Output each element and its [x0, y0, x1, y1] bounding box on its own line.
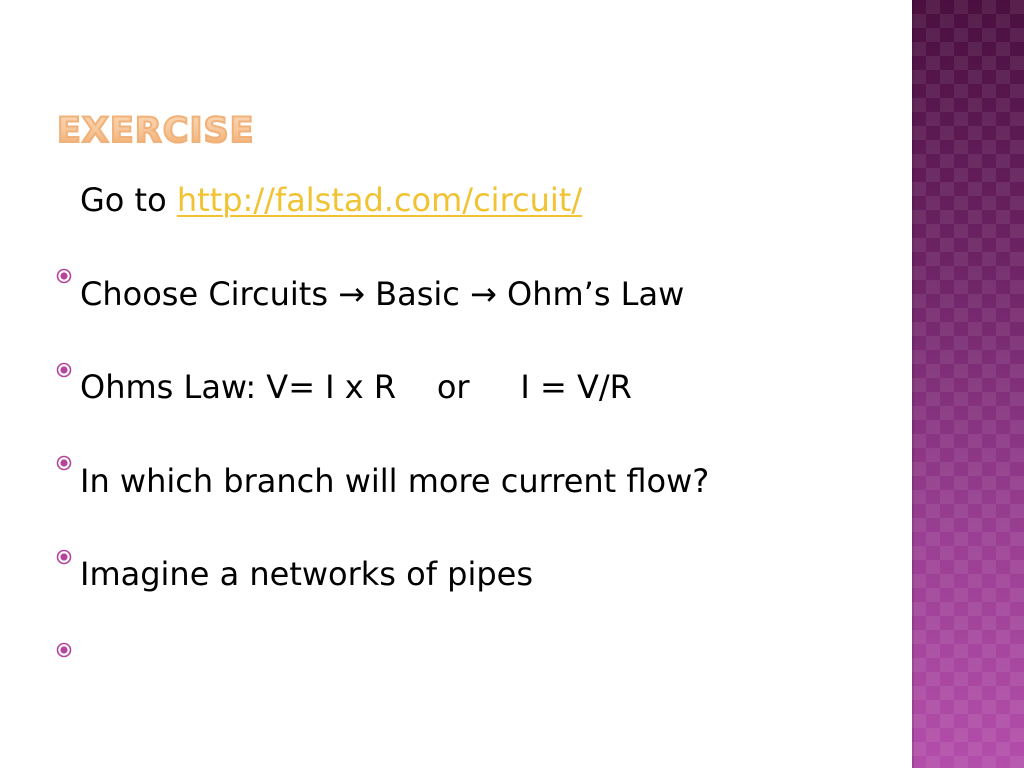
- radio-bullet-icon: [56, 286, 72, 377]
- falstad-circuit-link[interactable]: http://falstad.com/circuit/: [176, 181, 583, 219]
- bullet-text: In which branch will more current flow?: [80, 461, 710, 500]
- radio-bullet-icon: [56, 473, 72, 564]
- decorative-side-band: [912, 0, 1024, 768]
- bullet-item-current-flow: In which branch will more current flow?: [56, 457, 896, 564]
- radio-bullet-icon: [56, 379, 72, 471]
- bullet-item-choose-circuits: Choose Circuits → Basic → Ohm’s Law: [56, 270, 896, 377]
- slide-title: Exercise: [56, 96, 255, 154]
- bullet-text: Choose Circuits → Basic → Ohm’s Law: [80, 274, 685, 313]
- side-band-edge: [912, 0, 914, 768]
- bullet-text: Imagine a networks of pipes: [80, 555, 534, 593]
- bullet-item-ohms-law: Ohms Law: V= I x R or I = V/R: [56, 363, 896, 471]
- bullet-item-go-to: Go to http://falstad.com/circuit/: [56, 176, 896, 284]
- bullet-list: Go to http://falstad.com/circuit/ Choose…: [56, 176, 896, 658]
- bullet-text: Ohms Law: V= I x R or I = V/R: [80, 368, 632, 406]
- radio-bullet-icon: [56, 566, 72, 658]
- bullet-text: Go to: [80, 181, 177, 219]
- bullet-item-pipes: Imagine a networks of pipes: [56, 550, 896, 658]
- radio-bullet-icon: [56, 192, 72, 284]
